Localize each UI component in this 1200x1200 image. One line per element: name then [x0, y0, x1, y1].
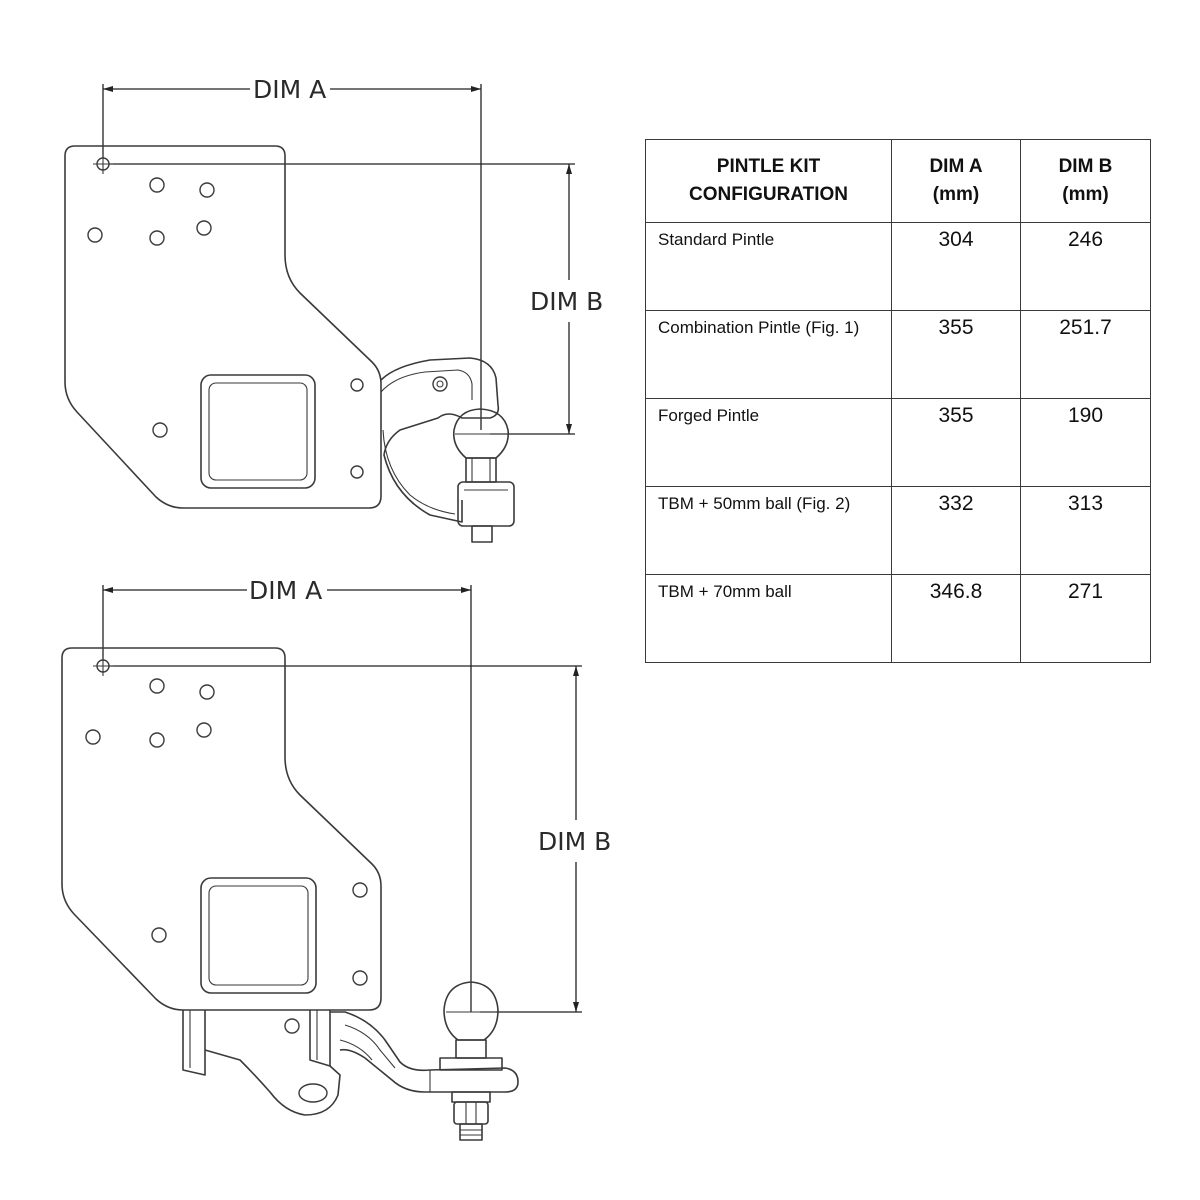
mounting-plate: [61, 647, 382, 1011]
dim-a-cell: 332: [891, 486, 1021, 575]
config-cell: TBM + 50mm ball (Fig. 2): [645, 486, 892, 575]
table-row: TBM + 70mm ball 346.8 271: [645, 574, 1151, 663]
dim-a-cell: 355: [891, 310, 1021, 399]
dim-b-cell: 271: [1020, 574, 1151, 663]
header-configuration: PINTLE KIT CONFIGURATION: [645, 139, 892, 223]
table-row: TBM + 50mm ball (Fig. 2) 332 313: [645, 486, 1151, 575]
table-row: Combination Pintle (Fig. 1) 355 251.7: [645, 310, 1151, 399]
header-dim-a: DIM A (mm): [891, 139, 1021, 223]
fig1-dim-b-label: DIM B: [530, 287, 603, 316]
fig2-dim-a-label: DIM A: [249, 576, 322, 605]
dim-b-cell: 190: [1020, 398, 1151, 487]
pintle-ball: [452, 408, 510, 459]
dim-a-cell: 355: [891, 398, 1021, 487]
config-cell: Forged Pintle: [645, 398, 892, 487]
table-row: Standard Pintle 304 246: [645, 222, 1151, 311]
tow-bar-mount: [182, 1010, 206, 1076]
dim-b-cell: 251.7: [1020, 310, 1151, 399]
table-row: Forged Pintle 355 190: [645, 398, 1151, 487]
dim-a-cell: 346.8: [891, 574, 1021, 663]
table-header-row: PINTLE KIT CONFIGURATION DIM A (mm) DIM …: [645, 139, 1151, 223]
dim-a-cell: 304: [891, 222, 1021, 311]
figure-2-tbm-ball: DIM A DIM B: [61, 576, 611, 1141]
fig2-dim-b-label: DIM B: [538, 827, 611, 856]
pintle-jaw: [380, 357, 500, 523]
pintle-kit-table: PINTLE KIT CONFIGURATION DIM A (mm) DIM …: [645, 139, 1151, 663]
dim-b-cell: 313: [1020, 486, 1151, 575]
tow-ball: [443, 981, 499, 1041]
dim-b-cell: 246: [1020, 222, 1151, 311]
fig1-dim-a-label: DIM A: [253, 75, 326, 104]
config-cell: Standard Pintle: [645, 222, 892, 311]
config-cell: Combination Pintle (Fig. 1): [645, 310, 892, 399]
header-dim-b: DIM B (mm): [1020, 139, 1151, 223]
config-cell: TBM + 70mm ball: [645, 574, 892, 663]
figure-1-combination-pintle: DIM A DIM B: [64, 75, 603, 543]
mounting-plate: [64, 145, 382, 509]
